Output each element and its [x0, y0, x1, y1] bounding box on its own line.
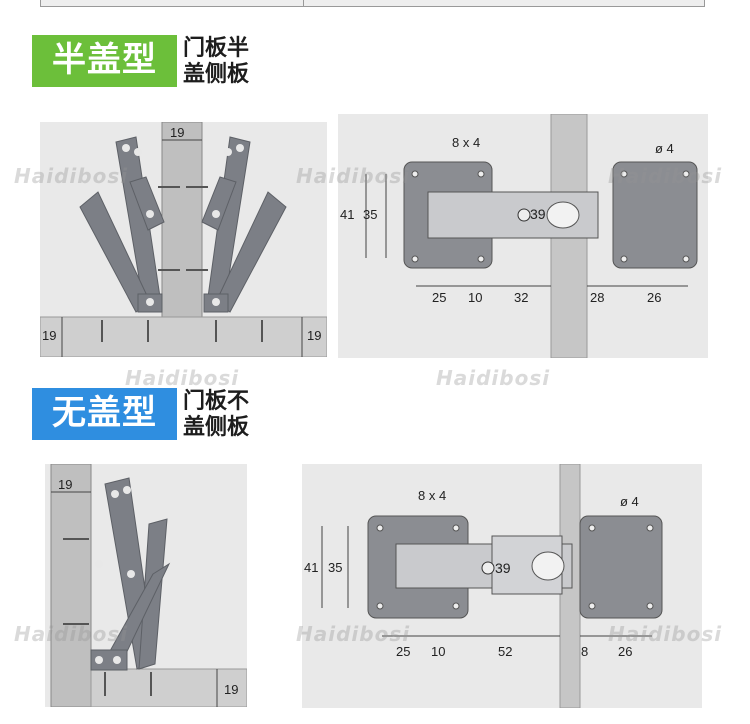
watermark-2: Haidibosi [296, 164, 411, 188]
side-view-half-drawing [40, 122, 327, 357]
plan-view-half-drawing [365, 114, 698, 358]
watermark-5: Haidibosi [436, 366, 551, 390]
desc-none-line2: 盖侧板 [183, 414, 250, 439]
dim-half-32: 32 [514, 290, 529, 305]
watermark-4: Haidibosi [125, 366, 240, 390]
dim-half-41: 41 [340, 207, 355, 222]
dim-none-52: 52 [498, 644, 513, 659]
watermark-3: Haidibosi [608, 164, 723, 188]
dim-half-top: 19 [170, 125, 185, 140]
dim-half-right: 19 [307, 328, 322, 343]
dim-none-hole: ø 4 [620, 494, 639, 509]
dim-half-28: 28 [590, 290, 605, 305]
side-view-none-drawing [50, 464, 247, 707]
desc-none-line1: 门板不 [183, 388, 250, 413]
dim-half-cup: 39 [530, 206, 546, 222]
dim-half-35: 35 [363, 207, 378, 222]
desc-half-line1: 门板半 [183, 35, 250, 60]
dim-none-35: 35 [328, 560, 343, 575]
top-strip-2 [303, 0, 705, 7]
dim-none-41: 41 [304, 560, 319, 575]
plan-view-none-drawing [321, 464, 663, 708]
badge-no-overlay: 无盖型 [32, 388, 177, 440]
dim-none-26: 26 [618, 644, 633, 659]
dim-half-25: 25 [432, 290, 447, 305]
dim-half-hole: ø 4 [655, 141, 674, 156]
dim-half-left: 19 [42, 328, 57, 343]
desc-half-line2: 盖侧板 [183, 61, 250, 86]
watermark-8: Haidibosi [608, 622, 723, 646]
dim-none-right: 19 [224, 682, 239, 697]
watermark-6: Haidibosi [14, 622, 129, 646]
top-strip [40, 0, 322, 7]
dim-none-10: 10 [431, 644, 446, 659]
badge-half-overlay: 半盖型 [32, 35, 177, 87]
dim-none-top: 19 [58, 477, 73, 492]
dim-half-26: 26 [647, 290, 662, 305]
dim-half-slot: 8 x 4 [452, 135, 481, 150]
watermark-7: Haidibosi [296, 622, 411, 646]
dim-half-10: 10 [468, 290, 483, 305]
watermark-1: Haidibosi [14, 164, 129, 188]
dim-none-cup: 39 [495, 560, 511, 576]
dim-none-25: 25 [396, 644, 411, 659]
dim-none-8: 8 [581, 644, 589, 659]
dim-none-slot: 8 x 4 [418, 488, 447, 503]
